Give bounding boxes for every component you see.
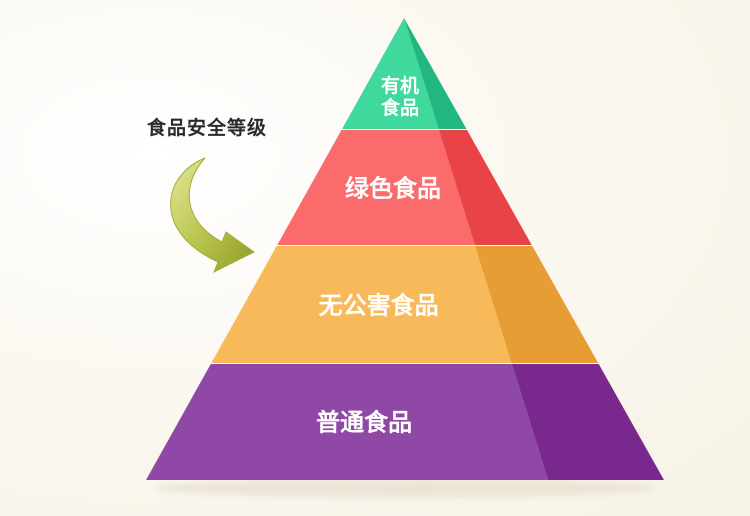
- pyramid-shadow: [155, 478, 655, 498]
- tier-front-face: [146, 364, 548, 480]
- curved-arrow-icon: [170, 157, 255, 274]
- pyramid-tier-3: 无公害食品: [210, 246, 599, 365]
- tier-label: 普通食品: [316, 409, 412, 437]
- tier-front-face: [210, 246, 512, 364]
- tier-label: 有机: [381, 74, 419, 97]
- tier-label: 绿色食品: [345, 175, 441, 203]
- tier-side-face: [475, 246, 599, 364]
- pyramid-tier-4: 普通食品: [146, 364, 664, 480]
- tier-front-face: [341, 18, 439, 130]
- tier-front-face: [276, 130, 476, 246]
- pyramid-tier-2: 绿色食品: [276, 130, 533, 247]
- tier-side-face: [511, 364, 664, 480]
- tier-side-face: [404, 18, 468, 130]
- tier-side-face: [438, 130, 533, 246]
- caption-food-safety-level: 食品安全等级: [146, 117, 267, 139]
- tier-label: 食品: [381, 96, 419, 119]
- tier-label: 无公害食品: [319, 292, 439, 320]
